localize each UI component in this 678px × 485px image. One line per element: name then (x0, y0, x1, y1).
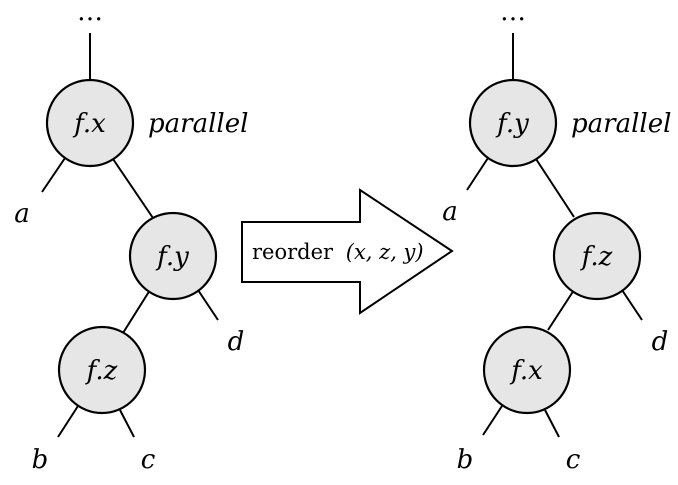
arrow-label: reorder (x, z, y) (252, 240, 424, 264)
left-node-bottom-label: f.z (85, 356, 118, 386)
right-edge-a (466, 157, 489, 191)
left-node-root (45, 78, 135, 168)
right-edge-c (544, 409, 560, 438)
right-leaf-b: b (457, 445, 474, 475)
left-edge-c (119, 409, 135, 438)
right-edge-root-middle (535, 158, 575, 218)
right-edge-b (482, 405, 503, 436)
reorder-arrow: reorder (x, z, y) (241, 188, 454, 315)
right-node-bottom-label: f.x (509, 356, 543, 386)
right-tree: … f.y parallel f.z f.x a b c d (442, 0, 671, 475)
right-node-root (468, 78, 558, 168)
right-leaf-d: d (652, 327, 669, 357)
right-ellipsis: … (500, 0, 526, 27)
left-tree: … f.x parallel f.y f.z a b c d (14, 0, 248, 475)
arrow-label-args: (x, z, y) (346, 240, 424, 264)
arrow-shape (241, 188, 454, 315)
right-node-middle-label: f.z (580, 242, 613, 272)
left-edge-d (197, 289, 219, 321)
left-edge-a (41, 157, 66, 193)
right-edge-d (621, 289, 643, 321)
right-node-root-label: f.y (495, 109, 529, 139)
right-leaf-a: a (442, 197, 458, 227)
right-node-middle (552, 211, 642, 301)
left-edge-b (57, 405, 79, 438)
left-leaf-a: a (14, 199, 30, 229)
right-parallel-annotation: parallel (571, 109, 671, 139)
left-leaf-b: b (32, 445, 49, 475)
left-node-root-label: f.x (72, 109, 106, 139)
left-parallel-annotation: parallel (148, 109, 248, 139)
left-leaf-d: d (228, 327, 245, 357)
arrow-label-command: reorder (252, 240, 334, 264)
left-node-middle (128, 211, 218, 301)
left-node-middle-label: f.y (155, 242, 189, 272)
left-ellipsis: … (77, 0, 103, 27)
right-edge-middle-bottom (547, 289, 575, 331)
right-leaf-c: c (566, 445, 581, 475)
right-node-bottom (482, 325, 572, 415)
left-leaf-c: c (141, 445, 156, 475)
left-edge-root-middle (112, 158, 154, 219)
left-edge-middle-bottom (122, 289, 151, 334)
left-node-bottom (57, 325, 147, 415)
